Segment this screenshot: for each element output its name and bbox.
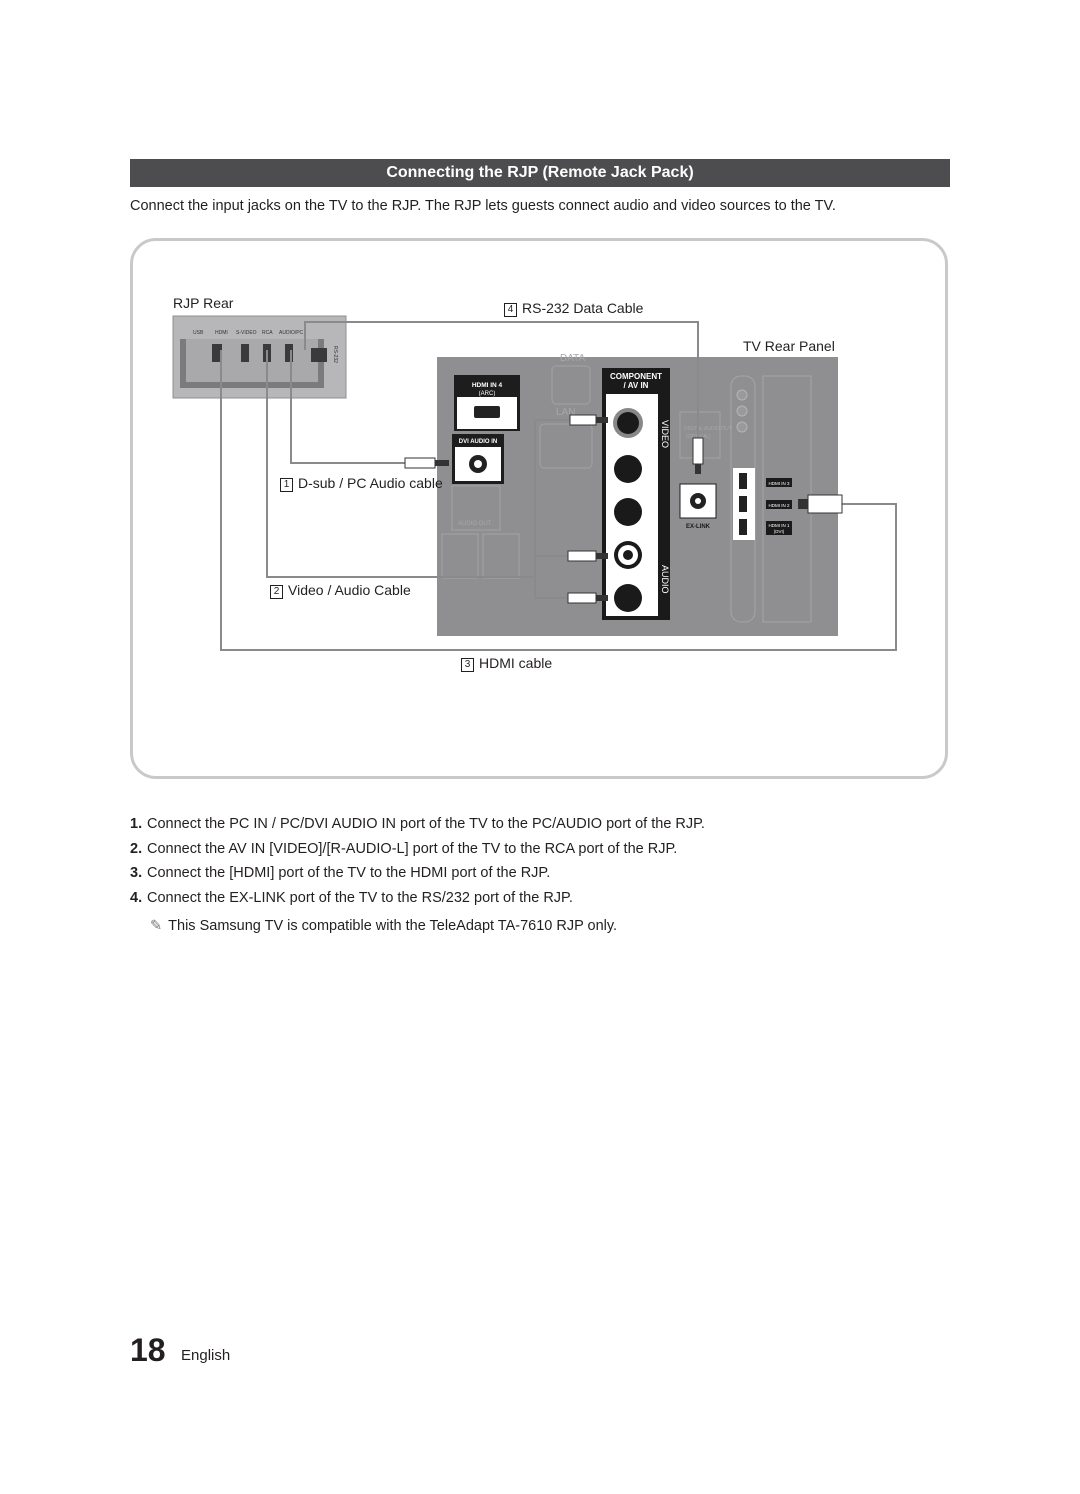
step-number: 1.	[130, 816, 143, 832]
cable-4-label: 4 RS-232 Data Cable	[504, 300, 643, 317]
cable-1-dsub-pc-audio	[290, 350, 420, 464]
cables	[220, 321, 897, 651]
cable-4-text: RS-232 Data Cable	[522, 300, 644, 316]
section-title: Connecting the RJP (Remote Jack Pack)	[130, 159, 950, 187]
tv-rear-panel: DATA LAN HDMI IN 4 (ARC) DVI AUDIO IN AU…	[437, 353, 838, 636]
pencil-icon: ✎	[150, 918, 163, 934]
step-item: 1.Connect the PC IN / PC/DVI AUDIO IN po…	[130, 814, 970, 839]
cable-2-number: 2	[270, 585, 283, 599]
step-highlight: PC IN / PC/DVI AUDIO IN	[229, 816, 397, 832]
note-text: This Samsung TV is compatible with the T…	[168, 918, 618, 934]
digital-audio-out-label: DIGITAL AUDIO OUT	[684, 426, 732, 432]
step-text: port of the TV to the RCA port of the RJ…	[408, 840, 678, 857]
cable-1-number: 1	[280, 478, 293, 492]
step-number: 4.	[130, 889, 143, 906]
audio-jack-label: AUDIO	[660, 565, 670, 594]
cable-3-number: 3	[461, 658, 474, 672]
dvi-label: (DVI)	[774, 529, 785, 534]
cable-3-hdmi	[220, 350, 897, 651]
step-text: port of the TV to the PC/AUDIO port of t…	[396, 816, 705, 832]
step-number: 2.	[130, 840, 143, 857]
step-highlight: AV IN [VIDEO]/[R-AUDIO-L]	[228, 840, 409, 857]
step-text: Connect the	[147, 889, 230, 906]
rjp-port-svideo: S-VIDEO	[236, 330, 257, 336]
rjp-rear-label: RJP Rear	[173, 295, 234, 311]
video-label: VIDEO	[660, 420, 670, 448]
lan-port-label: LAN	[556, 407, 575, 418]
data-port-label: DATA	[560, 353, 586, 364]
rjp-port-rs232: RS-232	[332, 346, 338, 363]
rjp-port-usb: USB	[193, 330, 204, 336]
step-item: 2.Connect the AV IN [VIDEO]/[R-AUDIO-L] …	[130, 839, 970, 864]
cable-4-number: 4	[504, 303, 517, 317]
step-item: 3.Connect the [HDMI] port of the TV to t…	[130, 863, 970, 888]
step-highlight: [HDMI]	[229, 865, 275, 881]
rjp-port-hdmi: HDMI	[215, 330, 228, 336]
cable-2-audio-red	[534, 577, 570, 599]
intro-text: Connect the input jacks on the TV to the…	[130, 198, 836, 214]
hdmi-in2-label: HDMI IN 2	[768, 503, 789, 508]
note: ✎ This Samsung TV is compatible with the …	[150, 918, 617, 934]
cable-2-label: 2 Video / Audio Cable	[270, 582, 411, 599]
step-highlight: EX-LINK	[229, 889, 286, 906]
cable-3-text: HDMI cable	[479, 655, 553, 671]
step-text: Connect the	[147, 865, 230, 881]
step-text: port of the TV to the HDMI port of the R…	[274, 865, 551, 881]
cable-1-label: 1 D-sub / PC Audio cable	[280, 475, 443, 492]
language-label: English	[181, 1347, 231, 1364]
hdmi-in1-label: HDMI IN 1	[768, 523, 789, 528]
cable-2-text: Video / Audio Cable	[288, 582, 411, 598]
ex-link-label: EX-LINK	[686, 524, 711, 530]
cable-4-rs232	[304, 321, 699, 438]
steps-list: 1.Connect the PC IN / PC/DVI AUDIO IN po…	[130, 814, 970, 912]
av-in-label: / AV IN	[624, 381, 649, 390]
hdmi-in4-label: HDMI IN 4	[472, 382, 503, 389]
step-text: Connect the	[147, 840, 229, 857]
cable-2-audio-white	[534, 555, 570, 577]
step-item: 4.Connect the EX-LINK port of the TV to …	[130, 888, 970, 913]
component-label: COMPONENT	[610, 372, 662, 381]
rjp-rear-unit: USB HDMI S-VIDEO RCA AUDIO/PC RS-232	[172, 315, 347, 399]
step-number: 3.	[130, 865, 143, 881]
hdmi-in3-label: HDMI IN 3	[768, 481, 789, 486]
step-text: port of the TV to the RS/232 port of the…	[285, 889, 573, 906]
cable-1-text: D-sub / PC Audio cable	[298, 475, 443, 491]
plugs	[404, 414, 843, 604]
cable-3-label: 3 HDMI cable	[461, 655, 552, 672]
tv-rear-panel-label: TV Rear Panel	[743, 338, 835, 354]
step-text: Connect the	[147, 816, 230, 832]
audio-out-label: AUDIO OUT	[458, 521, 492, 527]
page-number: 18	[130, 1332, 166, 1368]
arc-label: (ARC)	[479, 391, 496, 397]
rjp-port-audio-pc: AUDIO/PC	[279, 330, 304, 336]
dvi-audio-in-label: DVI AUDIO IN	[459, 439, 497, 445]
rjp-port-rca: RCA	[262, 330, 273, 336]
